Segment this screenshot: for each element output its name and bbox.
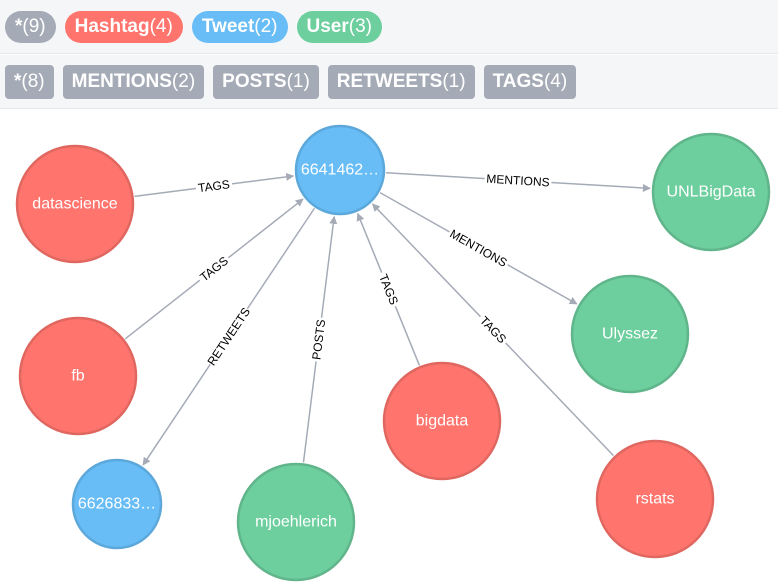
label-pill-count: (2) <box>254 15 278 37</box>
label-pill-count: (3) <box>348 15 372 37</box>
node-circle[interactable] <box>294 124 386 216</box>
node-user[interactable]: mjoehlerich <box>236 462 356 582</box>
node-caption: bigdata <box>416 413 469 430</box>
label-pill-name: Hashtag <box>74 15 150 37</box>
label-pill-name: * <box>15 15 23 37</box>
rel-tag-count: (1) <box>442 70 466 92</box>
rel-tag-count: (1) <box>286 70 310 92</box>
rel-tag-retweets[interactable]: RETWEETS(1) <box>327 64 475 99</box>
edge-label-bg <box>203 304 254 369</box>
edge-label-bg <box>445 224 512 272</box>
node-tweet[interactable]: 6641462… <box>294 124 386 216</box>
edge-retweets[interactable]: RETWEETS <box>142 207 316 466</box>
label-pill-count: (4) <box>149 15 173 37</box>
node-hashtag[interactable]: fb <box>18 316 138 436</box>
node-circle[interactable] <box>18 316 138 436</box>
node-caption: datascience <box>32 196 117 213</box>
rel-tag-name: RETWEETS <box>336 70 443 92</box>
edge-label: RETWEETS <box>204 305 253 368</box>
rel-tag-count: (8) <box>21 70 45 92</box>
edge-label: TAGS <box>376 272 401 307</box>
node-hashtag[interactable]: rstats <box>595 439 715 559</box>
edge-tags[interactable]: TAGS <box>134 172 295 198</box>
edge-label-bg <box>484 170 552 191</box>
node-circle[interactable] <box>236 462 356 582</box>
edge-label-bg <box>474 311 512 349</box>
node-user[interactable]: Ulyssez <box>570 274 690 394</box>
relationship-type-bar: *(8) MENTIONS(2) POSTS(1) RETWEETS(1) TA… <box>0 55 778 109</box>
edge-mentions[interactable]: MENTIONS <box>379 191 578 305</box>
label-pill-tweet[interactable]: Tweet(2) <box>191 10 288 43</box>
label-pill-user[interactable]: User(3) <box>296 10 382 43</box>
node-user[interactable]: UNLBigData <box>651 132 771 252</box>
rel-tag-name: * <box>14 70 22 92</box>
rel-tag-posts[interactable]: POSTS(1) <box>213 64 319 99</box>
edge-label-bg <box>194 251 234 287</box>
rel-tag-name: POSTS <box>222 70 287 92</box>
node-caption: Ulyssez <box>602 326 658 343</box>
rel-tag-tags[interactable]: TAGS(4) <box>483 64 577 99</box>
rel-tag-mentions[interactable]: MENTIONS(2) <box>62 64 205 99</box>
edge-posts[interactable]: POSTS <box>302 215 338 463</box>
edge-label-bg <box>194 175 234 197</box>
edge-label: MENTIONS <box>447 227 509 270</box>
edge-label: MENTIONS <box>486 172 550 190</box>
node-caption: mjoehlerich <box>255 514 337 531</box>
edge-label: TAGS <box>197 177 230 195</box>
node-circle[interactable] <box>651 132 771 252</box>
edge-mentions[interactable]: MENTIONS <box>385 170 651 192</box>
nodes-layer: 6641462… 6626833… datascience fb bigdata rsta… <box>15 124 771 582</box>
node-hashtag[interactable]: datascience <box>15 144 135 264</box>
node-circle[interactable] <box>382 361 502 481</box>
label-pill-hashtag[interactable]: Hashtag(4) <box>64 10 183 43</box>
node-caption: UNLBigData <box>667 184 756 201</box>
rel-tag-all[interactable]: *(8) <box>5 64 54 99</box>
edge-label-bg <box>308 316 330 363</box>
node-circle[interactable] <box>570 274 690 394</box>
node-caption: rstats <box>635 491 674 508</box>
node-caption: 6641462… <box>301 162 379 179</box>
label-pill-all[interactable]: *(9) <box>5 10 56 43</box>
label-pill-count: (9) <box>22 15 46 37</box>
edge-label-bg <box>374 269 403 310</box>
rel-tag-name: MENTIONS <box>71 70 172 92</box>
edge-tags[interactable]: TAGS <box>124 198 304 340</box>
node-hashtag[interactable]: bigdata <box>382 361 502 481</box>
node-circle[interactable] <box>595 439 715 559</box>
node-caption: 6626833… <box>78 496 156 513</box>
rel-tag-count: (2) <box>171 70 196 92</box>
node-circle[interactable] <box>15 144 135 264</box>
rel-tag-count: (4) <box>543 70 568 92</box>
node-tweet[interactable]: 6626833… <box>71 458 163 550</box>
edge-label: POSTS <box>309 318 328 360</box>
label-pill-name: User <box>306 15 349 37</box>
edge-tags[interactable]: TAGS <box>356 212 421 366</box>
node-caption: fb <box>71 368 84 385</box>
node-circle[interactable] <box>71 458 163 550</box>
label-pill-name: Tweet <box>201 15 255 37</box>
node-label-bar: *(9) Hashtag(4) Tweet(2) User(3) <box>0 0 778 54</box>
rel-tag-name: TAGS <box>492 70 544 92</box>
